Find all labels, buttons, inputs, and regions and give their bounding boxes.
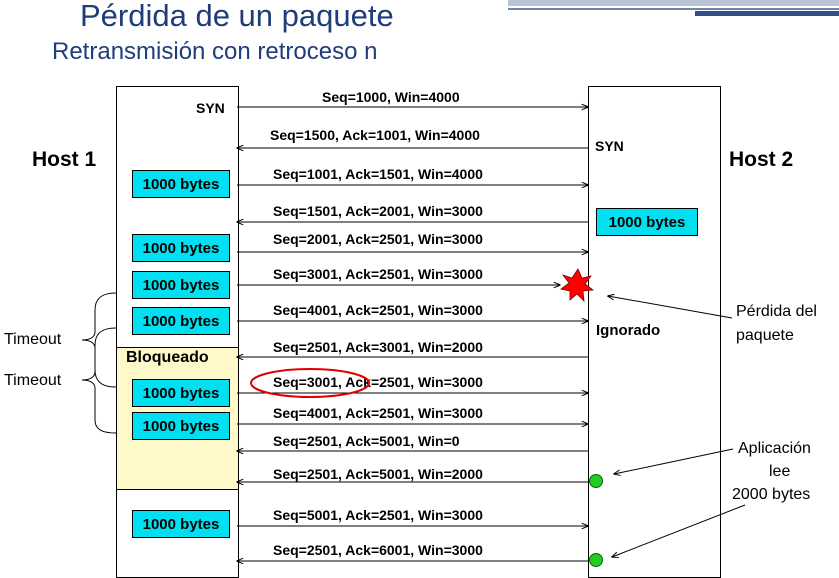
data-segment-box: 1000 bytes: [132, 307, 230, 335]
message-label: Seq=2501, Ack=6001, Win=3000: [273, 542, 483, 558]
message-label: Seq=2501, Ack=3001, Win=2000: [273, 339, 483, 355]
message-label: Seq=1001, Ack=1501, Win=4000: [273, 166, 483, 182]
app-note-arrow-1: [614, 448, 734, 474]
blocked-label: Bloqueado: [126, 349, 209, 366]
data-segment-box: 1000 bytes: [132, 412, 230, 440]
app-note-line1: Aplicación: [738, 440, 811, 457]
data-segment-box: 1000 bytes: [132, 379, 230, 407]
ignored-label: Ignorado: [596, 322, 661, 339]
page-subtitle: Retransmisión con retroceso n: [52, 38, 378, 65]
message-label: Seq=3001, Ack=2501, Win=3000: [273, 266, 483, 282]
timeout-label-2: Timeout: [4, 372, 62, 389]
timeout-brace-1: [81, 292, 117, 388]
message-label: Seq=4001, Ack=2501, Win=3000: [273, 405, 483, 421]
header-decoration-line: [508, 8, 839, 10]
message-label: Seq=1500, Ack=1001, Win=4000: [270, 127, 480, 143]
message-label: Seq=4001, Ack=2501, Win=3000: [273, 302, 483, 318]
app-read-dot: [589, 474, 603, 488]
data-segment-box: 1000 bytes: [132, 170, 230, 198]
app-note-line2: lee: [769, 463, 791, 480]
header-decoration-bar: [508, 0, 839, 6]
message-label: Seq=2501, Ack=5001, Win=0: [273, 433, 460, 449]
app-note-arrow-2: [612, 504, 746, 557]
loss-note-arrow: [608, 296, 733, 319]
app-note-line3: 2000 bytes: [732, 486, 811, 503]
syn-left-label: SYN: [196, 100, 225, 116]
loss-note-line2: paquete: [736, 327, 794, 344]
message-label: Seq=2001, Ack=2501, Win=3000: [273, 231, 483, 247]
data-segment-box: 1000 bytes: [132, 271, 230, 299]
timeout-brace-2: [81, 327, 117, 434]
app-read-dot: [589, 553, 603, 567]
header-decoration-accent: [695, 11, 839, 16]
retransmission-highlight: [250, 368, 370, 398]
page-title: Pérdida de un paquete: [80, 0, 394, 33]
message-label: Seq=1501, Ack=2001, Win=3000: [273, 203, 483, 219]
timeout-label-1: Timeout: [4, 331, 62, 348]
host1-label: Host 1: [32, 148, 97, 171]
data-segment-box: 1000 bytes: [132, 510, 230, 538]
syn-right-label: SYN: [595, 138, 624, 154]
packet-loss-burst-icon: [560, 268, 595, 303]
host2-label: Host 2: [729, 148, 794, 171]
message-label-highlighted: Seq=3001, Ack=2501, Win=3000: [273, 374, 483, 390]
host2-timeline: [588, 86, 721, 578]
message-label: Seq=1000, Win=4000: [322, 89, 460, 105]
loss-note-line1: Pérdida del: [736, 303, 817, 320]
received-segment-box: 1000 bytes: [596, 208, 698, 236]
message-label: Seq=2501, Ack=5001, Win=2000: [273, 466, 483, 482]
message-label: Seq=5001, Ack=2501, Win=3000: [273, 507, 483, 523]
data-segment-box: 1000 bytes: [132, 234, 230, 262]
